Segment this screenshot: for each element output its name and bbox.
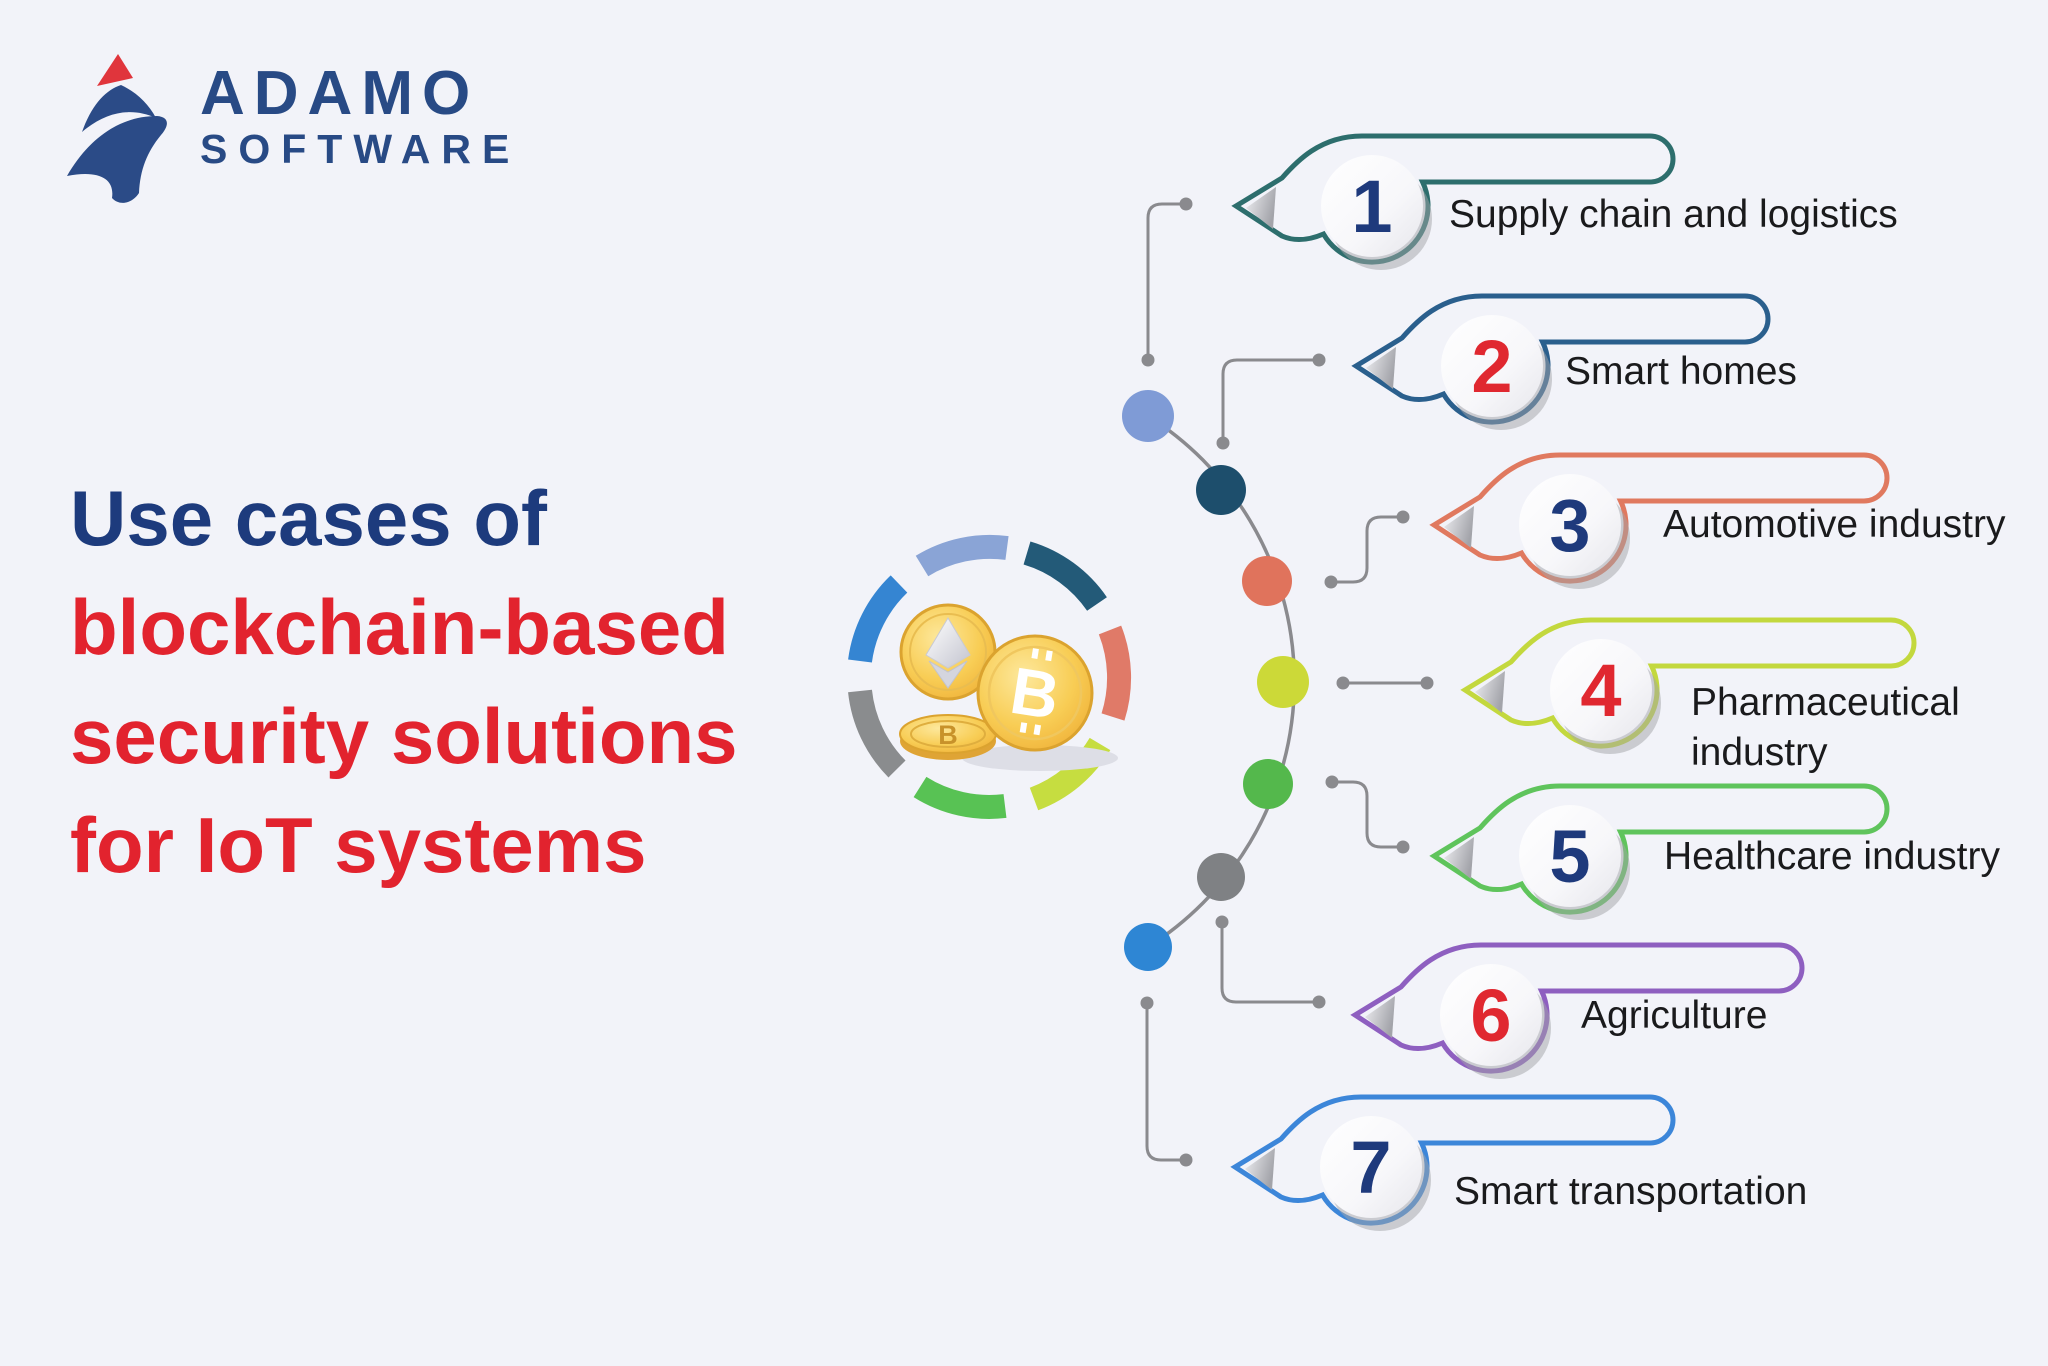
connector-line-6 [1220,922,1319,1004]
item-outline-shape [1230,1094,1676,1226]
crypto-coins-icon: B B [899,603,1118,771]
item-label-6: Agriculture [1581,994,1768,1037]
coins-shadow [962,745,1118,771]
arrow-icon [1475,671,1505,713]
title-line-4: for IoT systems [70,801,647,889]
use-case-item-1: 1 [1231,133,1676,270]
item-number: 1 [1351,165,1392,248]
use-case-item-7: 7 [1230,1094,1676,1231]
item-number: 7 [1350,1126,1391,1209]
connector-line-7 [1145,1003,1186,1162]
chain-dot-1 [1122,390,1174,442]
number-badge [1550,639,1652,741]
small-bitcoin-coin-icon: B [899,714,997,760]
title-line-1: Use cases of [70,474,547,562]
connector-dot [1336,676,1350,690]
use-case-item-2: 2 [1351,293,1771,430]
number-badge [1440,964,1542,1066]
arrow-icon [1365,996,1395,1038]
item-label-2: Smart homes [1565,350,1797,393]
item-number: 5 [1549,815,1590,898]
item-number: 3 [1549,484,1590,567]
ethereum-coin-icon [899,603,997,701]
item-outline-shape [1429,452,1890,584]
use-case-item-6: 6 [1350,942,1805,1079]
arrow-icon [1444,837,1474,879]
page-title: Use cases of blockchain-based security s… [70,464,738,900]
ring-segment-blue [848,575,908,663]
item-label-4: Pharmaceutical industry [1691,681,1960,774]
chain-dot-5 [1243,759,1293,809]
logo-sub-name: SOFTWARE [200,126,521,172]
ring-segment-petrol [1023,541,1107,612]
use-case-item-3: 3 [1429,452,1890,589]
item-number: 6 [1470,974,1511,1057]
item-number: 4 [1580,649,1621,732]
number-badge [1519,805,1621,907]
item-number: 2 [1471,325,1512,408]
connector-line-1 [1146,202,1186,360]
item-label-7: Smart transportation [1454,1170,1808,1213]
number-badge [1519,474,1621,576]
connector-dot [1179,197,1193,211]
arrow-icon [1366,347,1396,389]
connector-dot [1215,915,1229,929]
connector-dot [1325,775,1339,789]
item-label-5: Healthcare industry [1664,835,2000,878]
title-line-3: security solutions [70,692,738,780]
small-coin-letter: B [938,720,958,750]
ring-segment-salmon [1098,625,1132,721]
number-badge [1321,155,1423,257]
use-case-item-5: 5 [1429,783,1890,920]
connector-dot [1141,353,1155,367]
connector-dot [1179,1153,1193,1167]
logo-swoosh-lower [67,116,167,203]
big-coin-letter: B [1006,653,1065,734]
chain-dot-7 [1124,923,1172,971]
connector-line-3 [1331,515,1403,584]
arrow-icon [1444,506,1474,548]
arrow-icon [1246,187,1276,229]
ring-segment-periwinkle [915,534,1009,577]
logo-swoosh-upper [82,85,156,132]
item-outline-shape [1460,617,1917,749]
ring-segment-green [913,776,1007,819]
connector-dot [1140,996,1154,1010]
connector-dot [1216,436,1230,450]
chain-dot-3 [1242,556,1292,606]
connector-dot [1312,353,1326,367]
ring-segment-gray [848,689,906,778]
arrow-icon [1245,1148,1275,1190]
connectors [1140,197,1434,1167]
logo-triangle [97,54,133,86]
connector-dot [1420,676,1434,690]
item-label-1: Supply chain and logistics [1449,193,1898,236]
adamo-logo-icon [67,54,167,203]
item-outline-shape [1350,942,1805,1074]
use-case-item-4: 4 [1460,617,1917,754]
logo-brand-name: ADAMO [200,59,480,128]
item-outline-shape [1429,783,1890,915]
number-badge [1320,1116,1422,1218]
connector-line-2 [1221,358,1319,443]
connector-line-5 [1332,780,1403,849]
item-outline-shape [1351,293,1771,425]
chain-dot-6 [1197,853,1245,901]
connector-dot [1396,840,1410,854]
chain-dot-2 [1196,465,1246,515]
bitcoin-coin-icon: B [976,634,1094,752]
item-label-3: Automotive industry [1663,503,2006,546]
title-line-2: blockchain-based [70,583,729,671]
connector-dot [1324,575,1338,589]
connector-dot [1312,995,1326,1009]
item-outline-shape [1231,133,1676,265]
chain-dot-4 [1257,656,1309,708]
timeline-chain [1122,390,1309,971]
number-badge [1441,315,1543,417]
connector-dot [1396,510,1410,524]
